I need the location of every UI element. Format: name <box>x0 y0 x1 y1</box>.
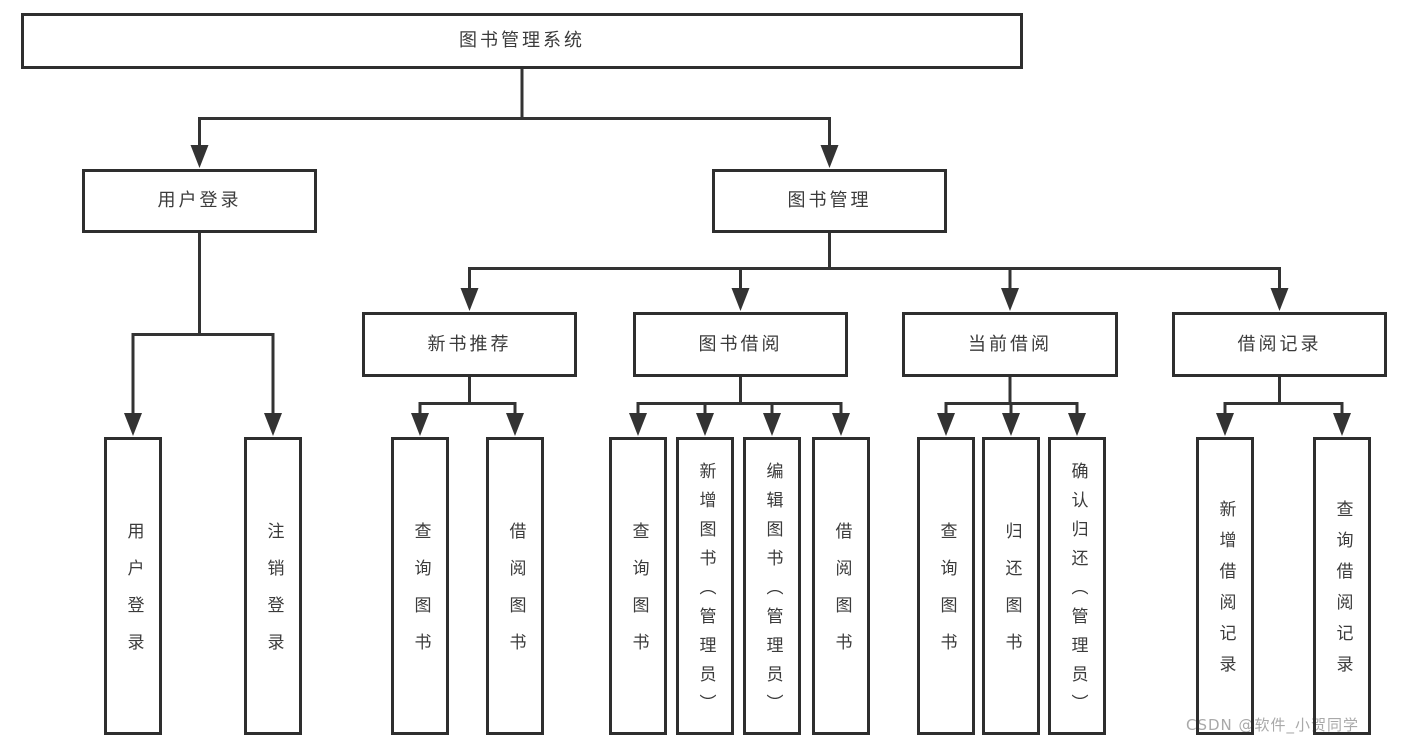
leaf-return-books: 归还图书 <box>982 437 1040 735</box>
node-label: 注销登录 <box>263 522 284 670</box>
leaf-query-borrow-record: 查询借阅记录 <box>1313 437 1371 735</box>
node-label: 用户登录 <box>157 190 242 211</box>
node-label: 图书管理 <box>787 190 872 211</box>
leaf-borrow-books: 借阅图书 <box>486 437 544 735</box>
node-label: 借阅图书 <box>505 522 526 670</box>
node-label: 确认归还（管理员） <box>1067 461 1088 723</box>
leaf-add-borrow-record: 新增借阅记录 <box>1196 437 1254 735</box>
node-label: 借阅记录 <box>1237 333 1322 355</box>
node-label: 新增借阅记录 <box>1215 500 1236 686</box>
leaf-confirm-return-admin: 确认归还（管理员） <box>1048 437 1106 735</box>
leaf-logout: 注销登录 <box>244 437 302 735</box>
node-label: 归还图书 <box>1001 522 1022 670</box>
node-borrowing-records: 借阅记录 <box>1172 312 1387 377</box>
node-book-management: 图书管理 <box>712 169 947 233</box>
node-library-management-system: 图书管理系统 <box>21 13 1023 69</box>
node-label: 查询借阅记录 <box>1332 500 1353 686</box>
node-label: 查询图书 <box>936 522 957 670</box>
leaf-user-login: 用户登录 <box>104 437 162 735</box>
node-new-book-recommendation: 新书推荐 <box>362 312 577 377</box>
leaf-query-books: 查询图书 <box>391 437 449 735</box>
node-label: 当前借阅 <box>968 333 1052 355</box>
node-label: 编辑图书（管理员） <box>762 461 783 723</box>
node-label: 查询图书 <box>410 522 431 670</box>
node-user-login: 用户登录 <box>82 169 317 233</box>
node-label: 图书管理系统 <box>459 30 585 51</box>
node-label: 新增图书（管理员） <box>695 461 716 723</box>
leaf-add-books-admin: 新增图书（管理员） <box>676 437 734 735</box>
node-label: 查询图书 <box>628 522 649 670</box>
leaf-query-books: 查询图书 <box>609 437 667 735</box>
node-label: 用户登录 <box>123 522 144 670</box>
leaf-query-books: 查询图书 <box>917 437 975 735</box>
leaf-edit-books-admin: 编辑图书（管理员） <box>743 437 801 735</box>
node-label: 新书推荐 <box>427 333 512 355</box>
leaf-borrow-books: 借阅图书 <box>812 437 870 735</box>
csdn-watermark: CSDN @软件_小贺同学 <box>1186 716 1360 734</box>
node-label: 图书借阅 <box>698 333 783 355</box>
node-current-borrowing: 当前借阅 <box>902 312 1118 377</box>
node-label: 借阅图书 <box>831 522 852 670</box>
node-book-borrowing: 图书借阅 <box>633 312 848 377</box>
